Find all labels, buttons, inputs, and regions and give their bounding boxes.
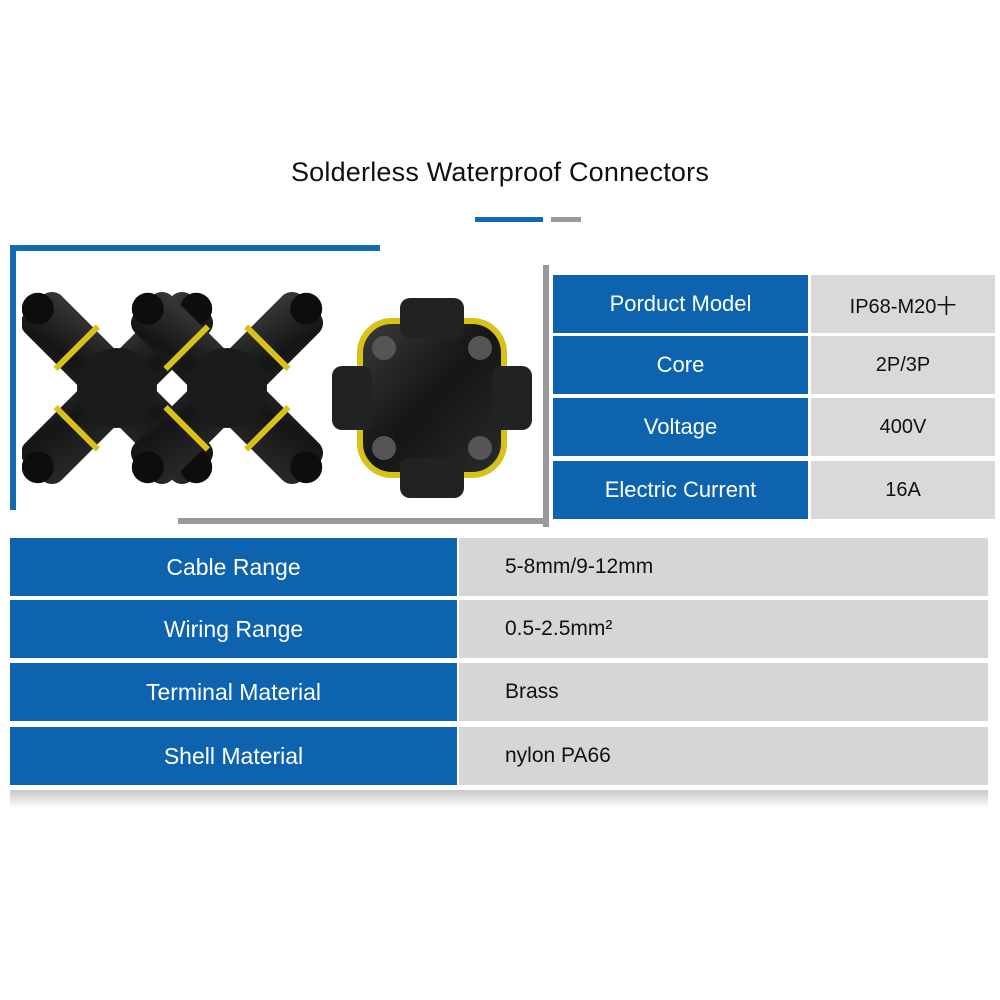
detail-label: Cable Range xyxy=(10,538,457,596)
spec-value: 2P/3P xyxy=(811,336,995,394)
detail-value: nylon PA66 xyxy=(459,727,988,785)
title-underline-blue xyxy=(475,217,543,222)
photo-frame-top xyxy=(10,245,380,251)
page-title: Solderless Waterproof Connectors xyxy=(290,157,710,187)
spec-value: 16A xyxy=(811,461,995,519)
spec-label: Voltage xyxy=(553,398,808,456)
spec-label: Electric Current xyxy=(553,461,808,519)
table-shadow xyxy=(10,790,988,808)
detail-row: Wiring Range 0.5-2.5mm² xyxy=(10,600,988,658)
detail-value: 0.5-2.5mm² xyxy=(459,600,988,658)
detail-row: Cable Range 5-8mm/9-12mm xyxy=(10,538,988,596)
detail-label: Shell Material xyxy=(10,727,457,785)
title-underline-gray xyxy=(551,217,581,222)
spec-label: Core xyxy=(553,336,808,394)
photo-frame-bottom xyxy=(178,518,549,524)
detail-value: 5-8mm/9-12mm xyxy=(459,538,988,596)
detail-value: Brass xyxy=(459,663,988,721)
connector-photo-icon xyxy=(22,291,532,498)
spec-value: 400V xyxy=(811,398,995,456)
spec-row: Core 2P/3P xyxy=(553,336,995,394)
detail-row: Terminal Material Brass xyxy=(10,663,988,721)
spec-row: Voltage 400V xyxy=(553,398,995,456)
spec-label: Porduct Model xyxy=(553,275,808,333)
detail-label: Terminal Material xyxy=(10,663,457,721)
detail-row: Shell Material nylon PA66 xyxy=(10,727,988,785)
photo-frame-right xyxy=(543,265,549,527)
photo-frame-left xyxy=(10,245,16,510)
detail-label: Wiring Range xyxy=(10,600,457,658)
spec-value: IP68-M20十 xyxy=(811,275,995,333)
spec-row: Porduct Model IP68-M20十 xyxy=(553,275,995,333)
spec-row: Electric Current 16A xyxy=(553,461,995,519)
